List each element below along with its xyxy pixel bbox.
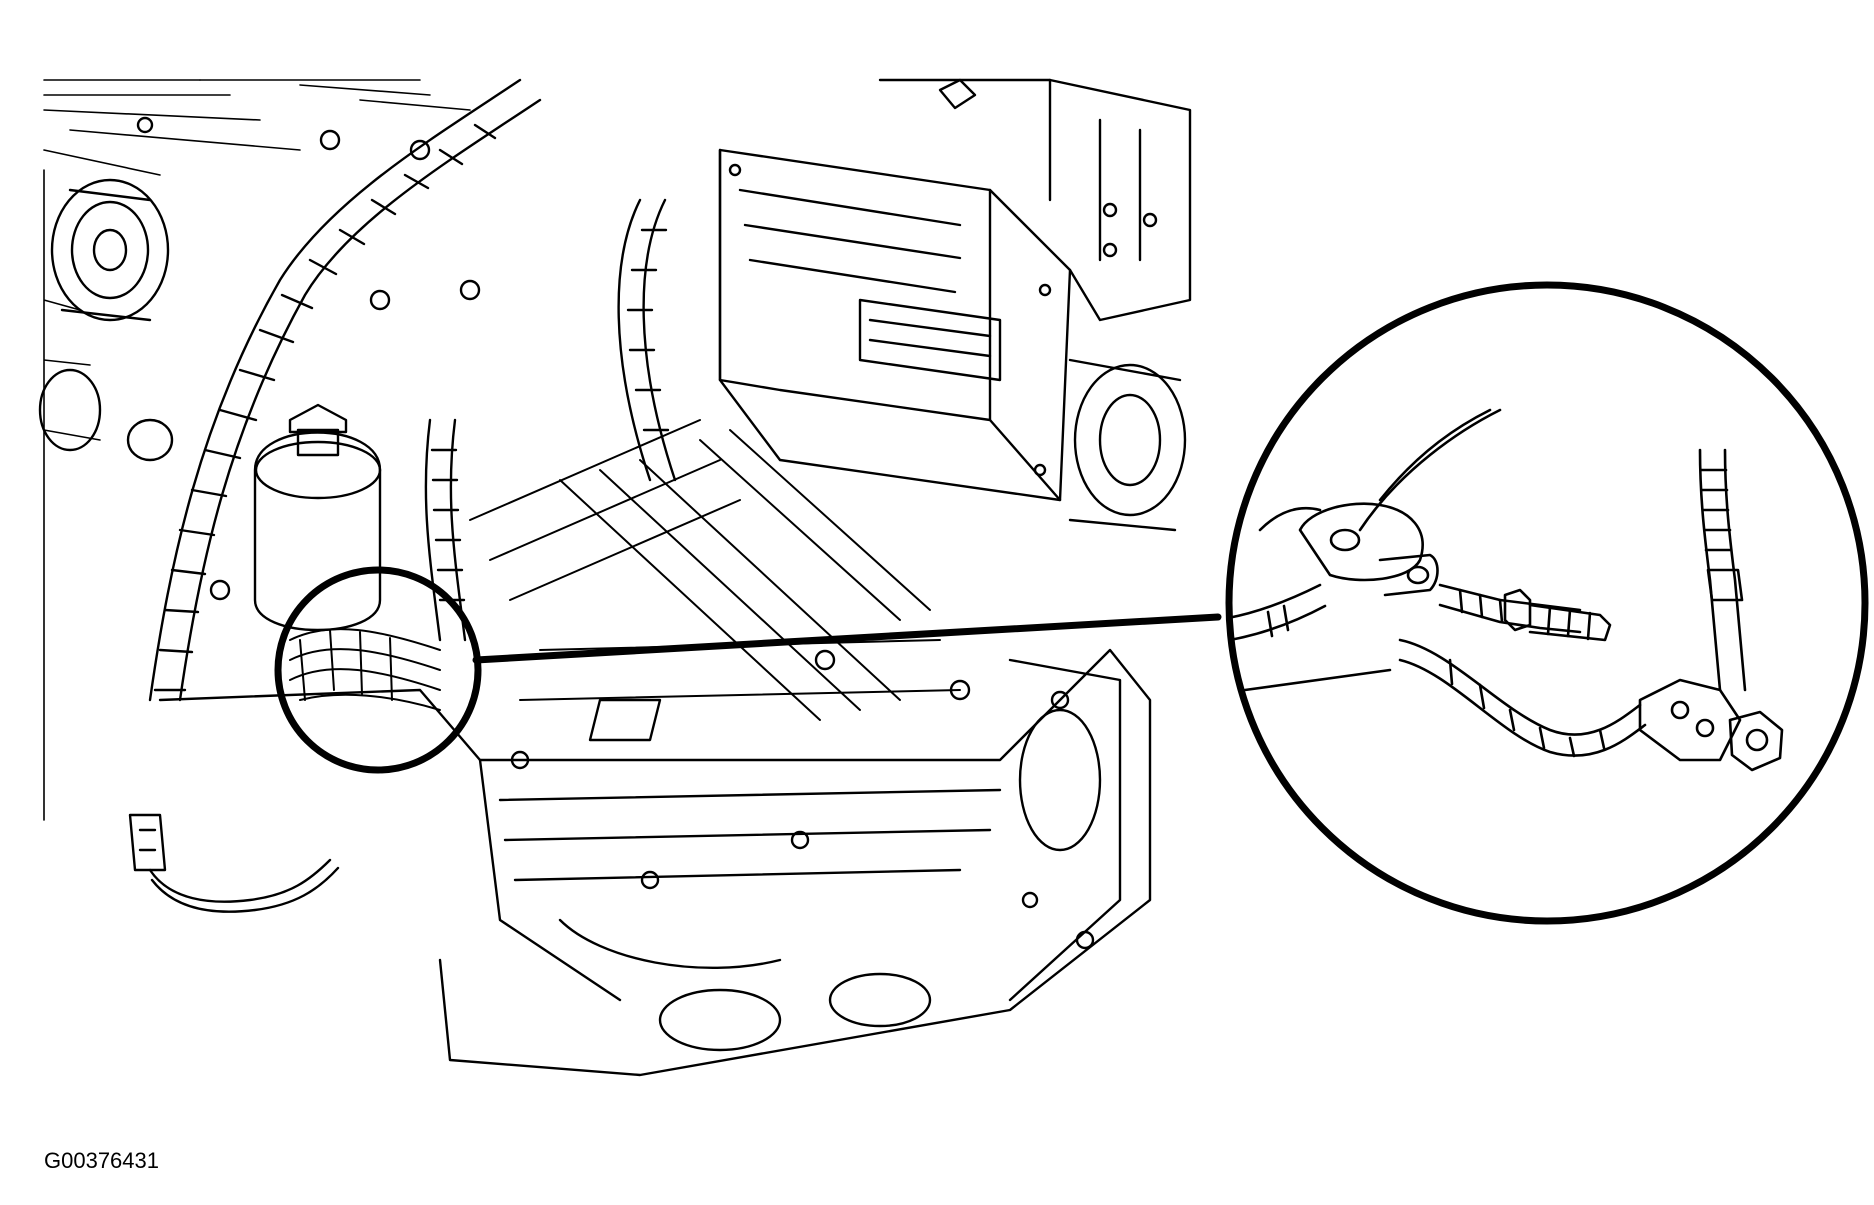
dangling-connector: [128, 813, 340, 913]
locator-harness: [289, 628, 441, 711]
lower-engine-body: [158, 648, 1152, 1077]
figure-id-label: G00376431: [44, 1148, 159, 1173]
main-harness: [148, 78, 677, 702]
engine-assembly: [38, 78, 1192, 1077]
intake-runners: [469, 419, 961, 721]
top-left-hatching: [43, 79, 471, 821]
engine-bolts: [136, 116, 971, 890]
right-upper-block: [878, 78, 1192, 322]
locator-circle: [274, 566, 482, 774]
callout-leader-line: [472, 613, 1222, 664]
left-pulley: [38, 178, 174, 462]
control-module: [718, 148, 1072, 502]
right-pulley: [1068, 358, 1187, 532]
oil-filter: [253, 403, 382, 632]
magnified-ground-strap: [1226, 408, 1784, 772]
detail-callout: [274, 281, 1869, 925]
magnified-view-circle: [1225, 281, 1869, 925]
